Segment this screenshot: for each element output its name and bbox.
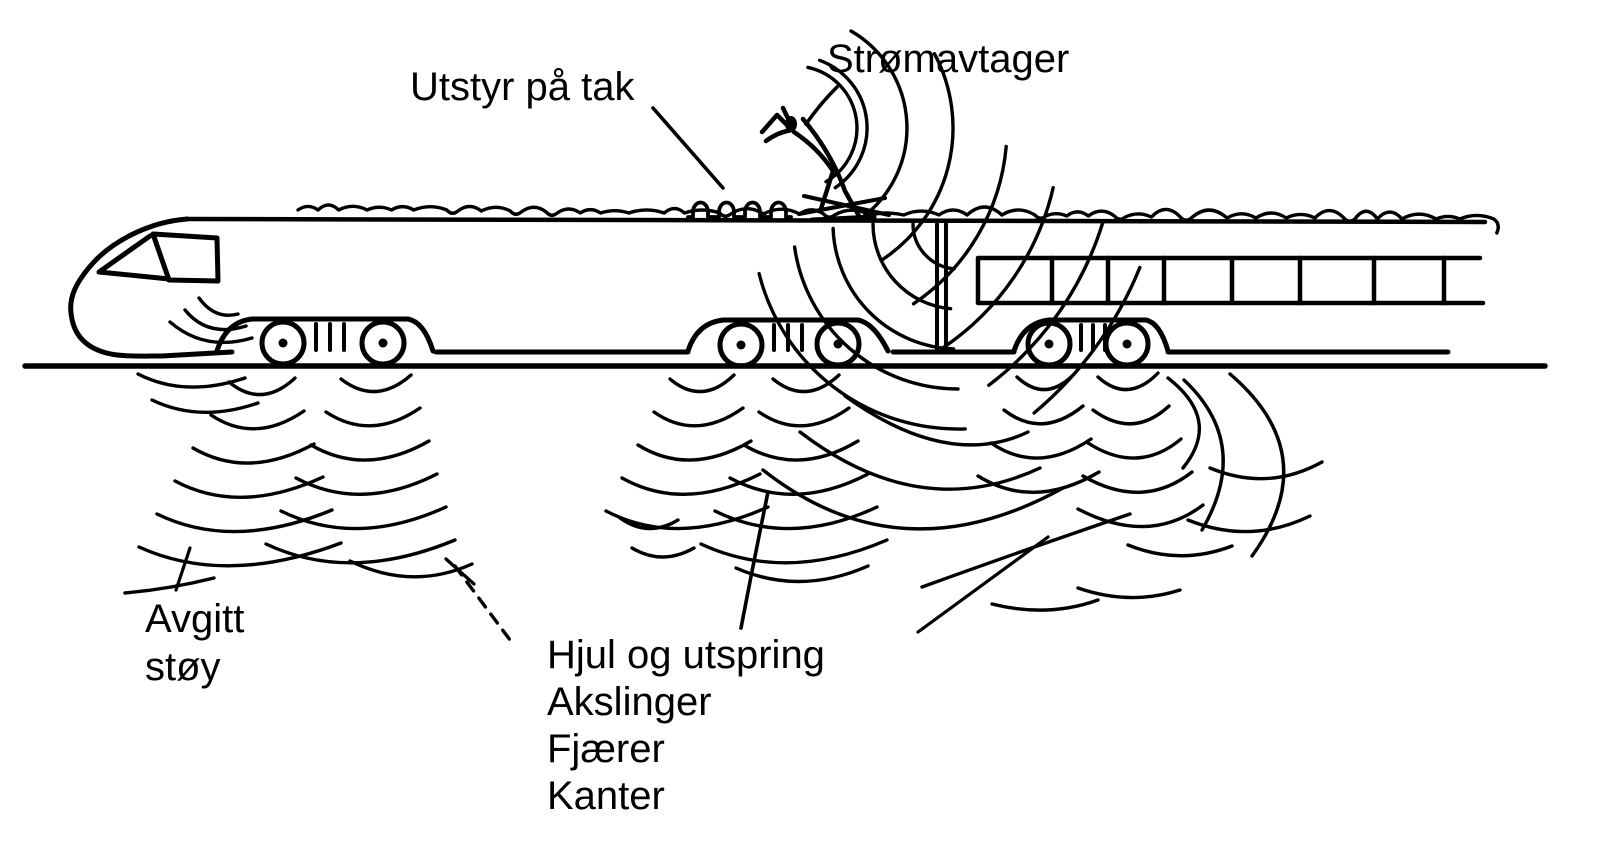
ground-noise-waves xyxy=(123,296,1324,612)
roof-equipment-label: Utstyr på tak xyxy=(410,65,636,109)
middle-bogie xyxy=(685,317,891,369)
emitted-noise-tick xyxy=(174,546,192,592)
roof-equipment-vents xyxy=(686,200,793,219)
wheel-sources-label-4: Kanter xyxy=(547,774,665,818)
front-bogie xyxy=(214,316,436,367)
train-body xyxy=(68,216,1488,359)
wheel-sources-label-2: Akslinger xyxy=(547,680,712,724)
pantograph-leader xyxy=(804,85,839,126)
wheel-sources-leader xyxy=(739,490,770,630)
rear-bogie xyxy=(1011,317,1171,368)
rear-wave-stroke xyxy=(916,535,1050,634)
intercar-gap-line xyxy=(935,222,948,354)
roof-equipment-leader xyxy=(651,106,725,190)
window-band xyxy=(975,255,1486,306)
pantograph xyxy=(759,105,891,223)
wheel-sources-label-1: Hjul og utspring xyxy=(547,633,825,677)
leader-lines xyxy=(174,85,1050,642)
wheel-sources-dashed-leader xyxy=(453,564,512,642)
wheel-sources-label-3: Fjærer xyxy=(547,727,665,771)
labels: Utstyr på tak Strømavtager Avgitt støy H… xyxy=(145,37,1069,818)
wave-cross-tick xyxy=(444,557,476,586)
windshield xyxy=(96,231,221,284)
pantograph-label: Strømavtager xyxy=(827,37,1069,81)
emitted-noise-label-line2: støy xyxy=(145,645,221,689)
pantograph-noise-arcs xyxy=(806,29,1142,415)
emitted-noise-label-line1: Avgitt xyxy=(145,597,244,641)
nose-outline xyxy=(68,216,235,359)
body-noise-arcs xyxy=(757,222,967,431)
